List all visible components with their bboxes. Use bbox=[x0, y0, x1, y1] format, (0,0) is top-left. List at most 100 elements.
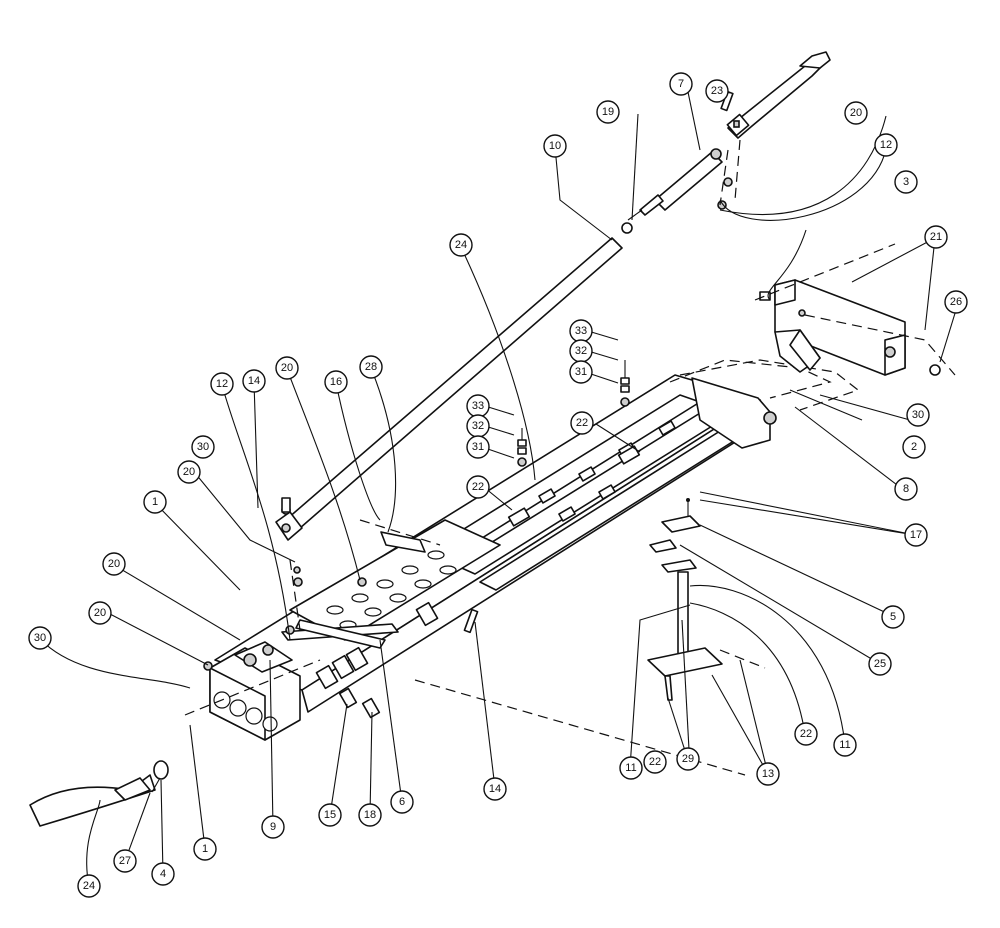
callout-25: 25 bbox=[868, 652, 892, 676]
callout-33: 33 bbox=[569, 319, 593, 343]
svg-text:18: 18 bbox=[364, 809, 376, 821]
svg-text:20: 20 bbox=[183, 466, 195, 478]
svg-text:20: 20 bbox=[850, 107, 862, 119]
svg-text:32: 32 bbox=[575, 345, 587, 357]
fasteners bbox=[203, 90, 941, 719]
svg-text:25: 25 bbox=[874, 658, 886, 670]
svg-text:10: 10 bbox=[549, 140, 561, 152]
leader-lines bbox=[39, 91, 957, 887]
bracket-part bbox=[759, 279, 906, 376]
callout-17: 17 bbox=[904, 523, 928, 547]
callout-32: 32 bbox=[569, 339, 593, 363]
callout-30: 30 bbox=[191, 435, 215, 459]
callout-23: 23 bbox=[705, 79, 729, 103]
hose-part bbox=[29, 760, 169, 827]
svg-text:15: 15 bbox=[324, 809, 336, 821]
callout-29: 29 bbox=[676, 747, 700, 771]
svg-text:21: 21 bbox=[930, 231, 942, 243]
push-rod-part bbox=[275, 222, 633, 541]
svg-text:12: 12 bbox=[880, 139, 892, 151]
callout-22: 22 bbox=[794, 722, 818, 746]
callout-31: 31 bbox=[466, 435, 490, 459]
handle-part bbox=[726, 51, 831, 139]
svg-text:20: 20 bbox=[94, 607, 106, 619]
callout-20: 20 bbox=[102, 552, 126, 576]
callout-30: 30 bbox=[906, 403, 930, 427]
svg-text:2: 2 bbox=[911, 441, 917, 453]
callout-6: 6 bbox=[390, 790, 414, 814]
svg-text:23: 23 bbox=[711, 85, 723, 97]
callout-14: 14 bbox=[483, 777, 507, 801]
svg-text:22: 22 bbox=[800, 728, 812, 740]
callout-28: 28 bbox=[359, 355, 383, 379]
callout-22: 22 bbox=[466, 475, 490, 499]
svg-text:32: 32 bbox=[472, 420, 484, 432]
parts-layer bbox=[29, 51, 956, 827]
callout-2: 2 bbox=[902, 435, 926, 459]
svg-text:33: 33 bbox=[472, 400, 484, 412]
callout-24: 24 bbox=[77, 874, 101, 898]
svg-text:24: 24 bbox=[83, 880, 95, 892]
svg-text:30: 30 bbox=[912, 409, 924, 421]
svg-text:7: 7 bbox=[678, 78, 684, 90]
svg-text:13: 13 bbox=[762, 768, 774, 780]
svg-text:28: 28 bbox=[365, 361, 377, 373]
callout-16: 16 bbox=[324, 370, 348, 394]
svg-text:14: 14 bbox=[248, 375, 260, 387]
callout-10: 10 bbox=[543, 134, 567, 158]
callout-30: 30 bbox=[28, 626, 52, 650]
svg-text:3: 3 bbox=[903, 176, 909, 188]
assembly-lines bbox=[184, 139, 956, 776]
callout-14: 14 bbox=[242, 369, 266, 393]
svg-text:12: 12 bbox=[216, 378, 228, 390]
front-housing-part bbox=[209, 619, 399, 741]
callout-22: 22 bbox=[643, 750, 667, 774]
svg-text:29: 29 bbox=[682, 753, 694, 765]
svg-text:8: 8 bbox=[903, 483, 909, 495]
svg-text:11: 11 bbox=[625, 762, 636, 774]
callout-8: 8 bbox=[894, 477, 918, 501]
svg-text:30: 30 bbox=[197, 441, 209, 453]
callout-19: 19 bbox=[596, 100, 620, 124]
svg-text:33: 33 bbox=[575, 325, 587, 337]
svg-text:17: 17 bbox=[910, 529, 922, 541]
svg-text:27: 27 bbox=[119, 855, 131, 867]
callout-13: 13 bbox=[756, 762, 780, 786]
svg-text:22: 22 bbox=[649, 756, 661, 768]
svg-text:16: 16 bbox=[330, 376, 342, 388]
callout-20: 20 bbox=[177, 460, 201, 484]
svg-text:22: 22 bbox=[576, 417, 588, 429]
callout-31: 31 bbox=[569, 360, 593, 384]
callout-26: 26 bbox=[944, 290, 968, 314]
callout-12: 12 bbox=[210, 372, 234, 396]
svg-text:5: 5 bbox=[890, 611, 896, 623]
callout-9: 9 bbox=[261, 815, 285, 839]
svg-text:9: 9 bbox=[270, 821, 276, 833]
svg-text:31: 31 bbox=[472, 441, 484, 453]
callout-11: 11 bbox=[833, 733, 857, 757]
callout-22: 22 bbox=[570, 411, 594, 435]
callout-32: 32 bbox=[466, 414, 490, 438]
svg-text:20: 20 bbox=[281, 362, 293, 374]
callout-33: 33 bbox=[466, 394, 490, 418]
svg-text:4: 4 bbox=[160, 868, 166, 880]
callout-1: 1 bbox=[193, 837, 217, 861]
svg-text:1: 1 bbox=[202, 843, 208, 855]
callout-27: 27 bbox=[113, 849, 137, 873]
svg-text:24: 24 bbox=[455, 239, 467, 251]
callout-18: 18 bbox=[358, 803, 382, 827]
callout-20: 20 bbox=[275, 356, 299, 380]
svg-text:22: 22 bbox=[472, 481, 484, 493]
callout-20: 20 bbox=[844, 101, 868, 125]
svg-text:11: 11 bbox=[839, 739, 850, 751]
svg-text:19: 19 bbox=[602, 106, 614, 118]
svg-text:1: 1 bbox=[152, 496, 158, 508]
support-stand-part bbox=[647, 498, 723, 701]
callout-11: 11 bbox=[619, 756, 643, 780]
svg-text:14: 14 bbox=[489, 783, 501, 795]
callout-24: 24 bbox=[449, 233, 473, 257]
callout-21: 21 bbox=[924, 225, 948, 249]
cylinder-part bbox=[627, 148, 723, 221]
callout-12: 12 bbox=[874, 133, 898, 157]
